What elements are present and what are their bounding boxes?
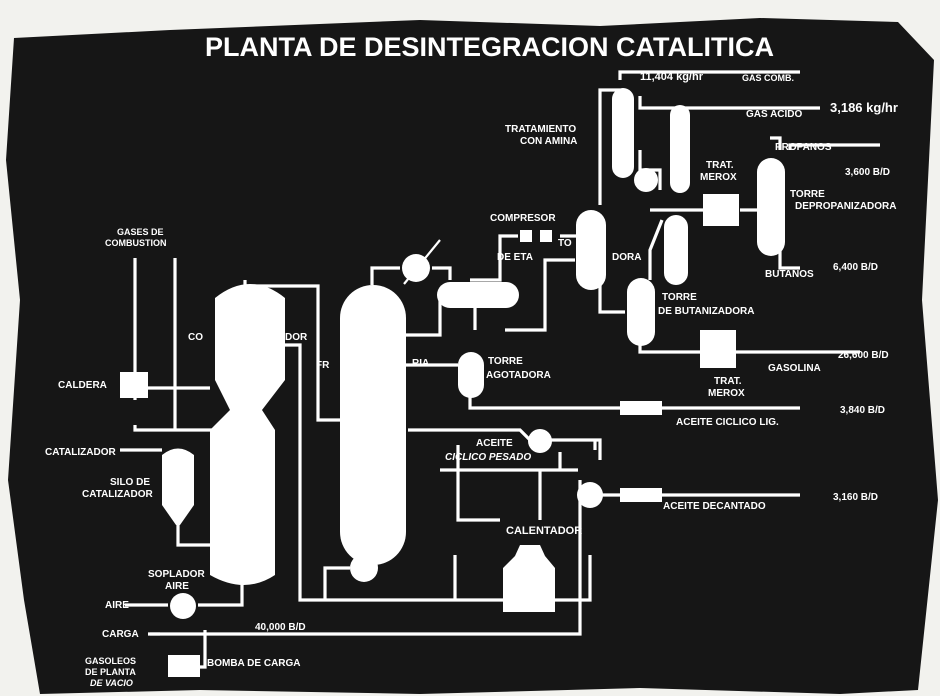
label-flow-aceite-ciclico: 3,840 B/D (840, 405, 885, 416)
amine-exchanger (634, 168, 658, 192)
amine-tower-1 (612, 88, 634, 178)
label-catalizador: CATALIZADOR (45, 447, 117, 458)
boiler-box (120, 372, 148, 398)
label-fr-fragment: FR (316, 360, 330, 371)
labels: 11,404 kg/hr GAS COMB. GAS ACIDO 3,186 k… (45, 71, 898, 688)
equipment (120, 88, 785, 677)
label-flow-butanos: 6,400 B/D (833, 262, 878, 273)
label-merox-bot-2: MEROX (708, 388, 745, 399)
amine-tower-2 (670, 105, 690, 193)
label-agot-1: TORRE (488, 356, 523, 367)
label-butan-2: DE BUTANIZADORA (658, 306, 754, 317)
label-dora-fragment: DORA (612, 252, 641, 263)
label-soplador-2: AIRE (165, 581, 189, 592)
merox-unit-bottom (700, 330, 736, 368)
merox-unit-top (703, 194, 739, 226)
heater (503, 545, 555, 612)
label-to-fragment: TO (558, 238, 572, 249)
label-deprop-1: TORRE (790, 189, 825, 200)
label-flow-gas-comb: 11,404 kg/hr (640, 71, 704, 83)
label-merox-top-2: MEROX (700, 172, 737, 183)
label-butanos: BUTANOS (765, 269, 814, 280)
catalyst-silo (162, 448, 194, 525)
label-silo-2: CATALIZADOR (82, 489, 154, 500)
stripper-tower (458, 352, 484, 398)
debutanizer-tower (627, 278, 655, 346)
label-gasolina: GASOLINA (768, 363, 821, 374)
label-aceite-ciclico-lig: ACEITE CICLICO LIG. (676, 417, 779, 428)
air-blower (170, 593, 196, 619)
label-ria-fragment: RIA (412, 358, 429, 369)
compressor-b (540, 230, 552, 242)
label-soplador-1: SOPLADOR (148, 569, 205, 580)
label-gas-acido: GAS ACIDO (746, 109, 803, 120)
label-propanos: PROPANOS (775, 142, 832, 153)
label-flow-gasolina: 26,600 B/D (838, 350, 889, 361)
regenerator-reactor-vessel (210, 284, 285, 585)
diagram-title: PLANTA DE DESINTEGRACION CATALITICA (205, 32, 774, 62)
label-aceite-pesado-1: ACEITE (476, 438, 513, 449)
compressor-a (520, 230, 532, 242)
label-flow-gas-acido: 3,186 kg/hr (830, 100, 898, 115)
label-bomba-carga: BOMBA DE CARGA (207, 658, 301, 669)
label-merox-top-1: TRAT. (706, 160, 734, 171)
pipes (120, 70, 880, 669)
label-flow-decantado: 3,160 B/D (833, 492, 878, 503)
label-deeta-fragment: DE ETA (497, 252, 533, 263)
label-caldera: CALDERA (58, 380, 107, 391)
overhead-drum (437, 282, 519, 308)
charge-pump (168, 655, 200, 677)
depropanizer-tower (757, 158, 785, 256)
label-silo-1: SILO DE (110, 477, 150, 488)
label-carga: CARGA (102, 629, 139, 640)
label-gasoleos-3: DE VACIO (90, 678, 133, 688)
label-butan-1: TORRE (662, 292, 697, 303)
decant-exchanger (577, 482, 603, 508)
label-amina-2: CON AMINA (520, 136, 577, 147)
stabilizer-tower (664, 215, 688, 285)
label-flow-propanos: 3,600 B/D (845, 167, 890, 178)
label-merox-bot-1: TRAT. (714, 376, 742, 387)
label-gases-1: GASES DE (117, 227, 164, 237)
fractionator-column (340, 285, 406, 565)
label-compresor: COMPRESOR (490, 213, 556, 224)
label-aire: AIRE (105, 600, 129, 611)
label-deprop-2: DEPROPANIZADORA (795, 201, 896, 212)
label-co-fragment: CO (188, 332, 203, 343)
label-agot-2: AGOTADORA (486, 370, 551, 381)
label-gas-comb: GAS COMB. (742, 73, 794, 83)
label-gasoleos-2: DE PLANTA (85, 667, 136, 677)
label-aceite-pesado-2: CICLICO PESADO (445, 452, 531, 463)
light-cycle-oil-cooler (620, 401, 662, 415)
label-gases-2: COMBUSTION (105, 238, 167, 248)
label-gasoleos-1: GASOLEOS (85, 656, 136, 666)
label-aceite-decantado: ACEITE DECANTADO (663, 501, 766, 512)
heavy-oil-pump (528, 429, 552, 453)
label-flow-carga: 40,000 B/D (255, 622, 306, 633)
label-calentador: CALENTADOR (506, 525, 582, 537)
label-dor-fragment: DOR (285, 332, 308, 343)
decant-oil-cooler (620, 488, 662, 502)
label-amina-1: TRATAMIENTO (505, 124, 576, 135)
bottoms-pump (350, 554, 378, 582)
deethanizer-tower (576, 210, 606, 290)
